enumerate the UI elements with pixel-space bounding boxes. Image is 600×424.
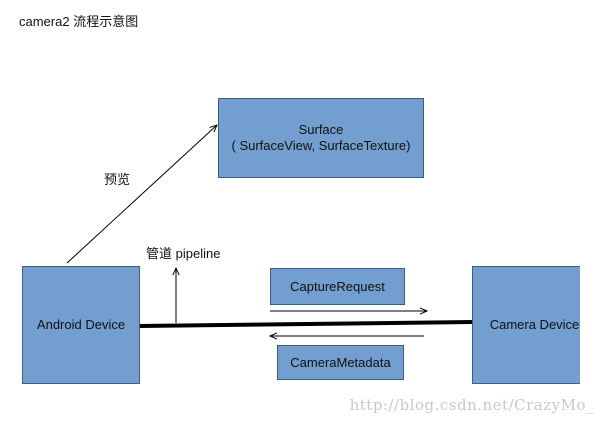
- camera-metadata-node: CameraMetadata: [277, 345, 404, 380]
- android-device-node: Android Device: [22, 266, 140, 384]
- diagram-title: camera2 流程示意图: [19, 14, 139, 29]
- android-device-label: Android Device: [36, 317, 126, 332]
- watermark: http://blog.csdn.net/CrazyMo_: [349, 396, 594, 414]
- surface-node-sublabel: ( SurfaceView, SurfaceTexture): [231, 138, 411, 153]
- capture-request-node: CaptureRequest: [270, 268, 405, 305]
- camera-device-node: Camera Device: [472, 266, 580, 384]
- camera-metadata-label: CameraMetadata: [290, 354, 391, 370]
- surface-node: Surface ( SurfaceView, SurfaceTexture): [218, 98, 424, 178]
- preview-edge-label: 预览: [104, 172, 131, 187]
- surface-node-label: Surface: [298, 122, 344, 137]
- pipeline-edge-label: 管道 pipeline: [146, 246, 221, 261]
- camera-device-label: Camera Device: [489, 317, 580, 332]
- preview-arrow: [66, 125, 217, 264]
- pipeline-bar: [138, 320, 474, 328]
- capture-request-label: CaptureRequest: [290, 278, 385, 294]
